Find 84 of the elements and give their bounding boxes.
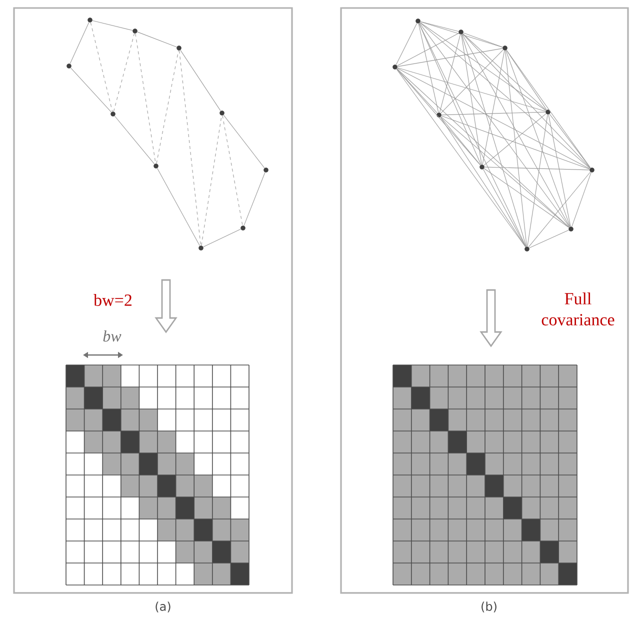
panel-caption: (b)	[482, 602, 496, 612]
graph-vertex	[154, 164, 158, 168]
graph-edge	[70, 68, 112, 112]
graph-edge	[397, 68, 590, 170]
graph-edge	[548, 114, 571, 227]
graph-vertex	[524, 246, 530, 252]
covariance-label: Full covariance	[542, 292, 614, 326]
graph-vertex	[480, 164, 484, 170]
graph-edge	[462, 34, 570, 227]
graph-vertex	[176, 46, 182, 50]
band-width-label: bw=2	[94, 294, 132, 306]
graph-edge	[440, 116, 481, 166]
graph-edge	[179, 50, 201, 246]
graph-edge	[482, 50, 505, 165]
graph-edge	[396, 23, 418, 65]
graph-edge	[420, 22, 503, 48]
graph-edge	[114, 116, 155, 164]
graph-edge	[222, 115, 243, 226]
graph-vertex	[392, 64, 398, 70]
graph-edge	[156, 168, 200, 246]
graph-edge	[420, 22, 590, 169]
graph-edge	[90, 22, 113, 112]
graph-vertex	[502, 46, 508, 50]
graph-vertex	[198, 246, 204, 250]
graph-edge	[396, 68, 481, 166]
graph-edge	[70, 22, 90, 64]
graph-edge	[461, 34, 527, 247]
graph-vertex	[132, 28, 138, 34]
graph-edge	[203, 228, 241, 248]
graph-edge	[418, 23, 482, 165]
graph-vertex	[264, 168, 268, 172]
graph-edge	[440, 116, 526, 248]
graph-vertex	[568, 226, 574, 232]
graph-edge	[180, 50, 221, 112]
graph-edge	[396, 68, 570, 228]
graph-vertex	[458, 30, 464, 34]
graph-vertex	[590, 168, 594, 172]
graph-edge	[137, 32, 177, 48]
graph-vertex	[66, 64, 72, 68]
graph-edge	[92, 20, 133, 31]
graph-edge	[484, 166, 590, 170]
graph-vertex	[88, 18, 92, 22]
graph-vertex	[436, 112, 442, 118]
graph-edge	[418, 23, 526, 247]
graph-edge	[156, 50, 179, 164]
graph-vertex	[220, 110, 224, 116]
graph-vertex	[240, 226, 246, 230]
graph-edge	[397, 48, 503, 67]
graph-edge	[528, 172, 591, 248]
graph-edge	[441, 116, 590, 170]
dimension-label: bw	[103, 330, 122, 342]
graph-edge	[419, 22, 570, 228]
graph-vertex	[416, 18, 420, 24]
graph-edge	[527, 114, 548, 247]
graph-edge	[397, 32, 459, 66]
graph-edge	[463, 32, 503, 48]
graph-edge	[223, 114, 265, 168]
graph-edge	[420, 21, 459, 32]
graph-edge	[505, 50, 527, 247]
graph-edge	[529, 230, 569, 248]
graph-edge	[506, 50, 570, 227]
graph-edge	[397, 67, 546, 112]
graph-edge	[484, 113, 546, 166]
graph-vertex	[546, 110, 550, 114]
graph-edge	[396, 68, 526, 248]
graph-edge	[572, 172, 592, 227]
graph-edge	[439, 34, 461, 113]
graph-edge	[440, 116, 570, 228]
panel-caption: (a)	[156, 602, 170, 612]
graph-edge	[506, 50, 591, 168]
graph-edge	[506, 50, 547, 110]
graph-edge	[484, 168, 570, 228]
graph-edge	[418, 23, 439, 113]
graph-edge	[440, 50, 504, 114]
graph-edge	[420, 22, 546, 111]
graph-edge	[244, 172, 266, 226]
graph-edge	[549, 114, 591, 168]
graph-edge	[441, 112, 546, 116]
graph-vertex	[110, 112, 116, 116]
graph-edge	[462, 33, 546, 110]
graph-edge	[461, 34, 482, 165]
graph-edge	[113, 33, 135, 112]
graph-edge	[462, 34, 590, 168]
graph-edge	[482, 169, 526, 247]
